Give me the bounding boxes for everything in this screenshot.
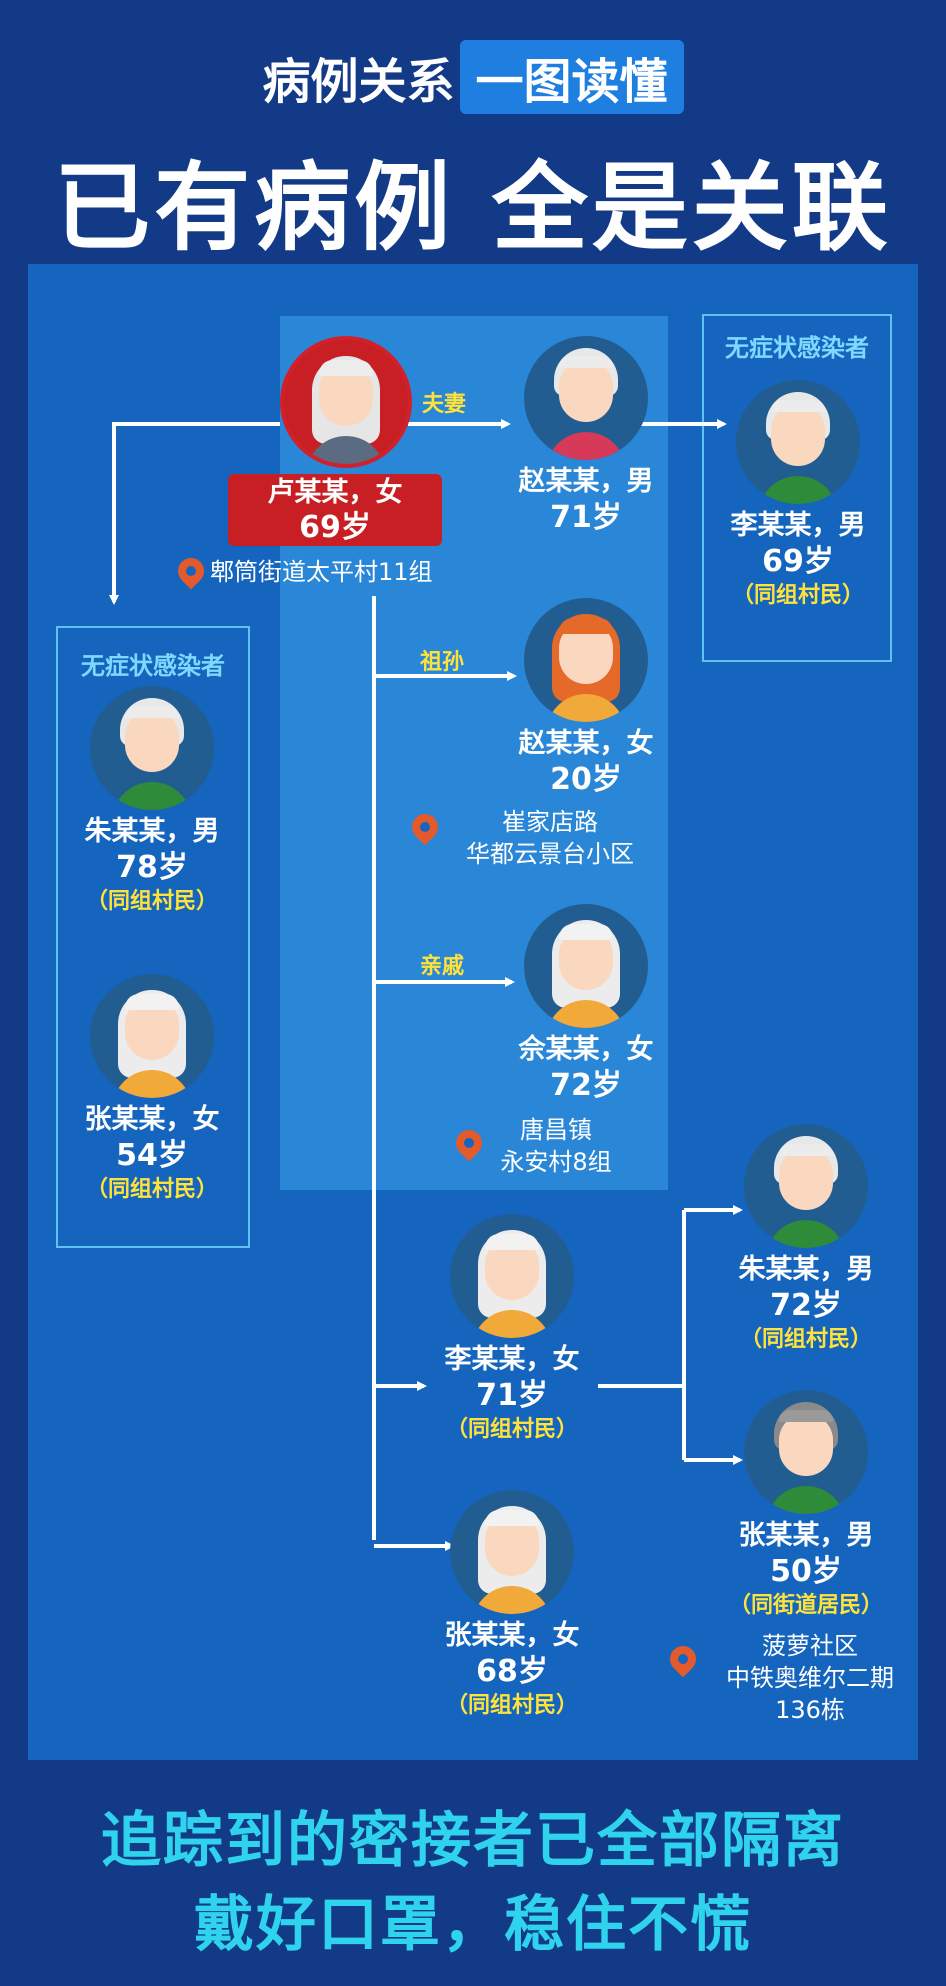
subtitle-highlight: 一图读懂 [459,40,684,114]
footer-line-1: 追踪到的密接者已全部隔离 [101,1806,845,1876]
person-name: 张某某，女 [84,1104,220,1135]
person-name: 张某某，女 [444,1620,580,1651]
person-name: 赵某某，男 [518,466,654,497]
person-name: 朱某某，男 [84,816,220,847]
avatar [450,1490,574,1614]
person-age: 72岁 [770,1288,842,1323]
person-zhu-m72: 朱某某，男 72岁 （同组村民） [706,1124,906,1356]
person-age: 50岁 [770,1554,842,1589]
address-zhao-f: 崔家店路 华都云景台小区 [440,806,660,870]
person-tag: （同街道居民） [728,1593,883,1618]
address-line: 永安村8组 [500,1148,612,1176]
person-tag: （同组村民） [445,1693,578,1718]
person-tag: （同组村民） [85,889,218,914]
person-name: 李某某，男 [730,510,866,541]
person-zhu-m78: 朱某某，男 78岁 （同组村民） [52,686,252,918]
avatar [524,904,648,1028]
relation-label-relative: 亲戚 [420,954,465,979]
location-pin-icon [664,1640,702,1678]
avatar [90,686,214,810]
address-she-f: 唐昌镇 永安村8组 [476,1114,636,1178]
address-line: 崔家店路 [502,808,598,836]
person-name: 朱某某，男 [738,1254,874,1285]
arrow-to-left-group [109,422,280,605]
person-age: 20岁 [550,762,622,797]
person-li-f: 李某某，女 71岁 （同组村民） [412,1214,612,1446]
relation-label-spouse: 夫妻 [422,392,467,417]
address-line: 唐昌镇 [520,1116,592,1144]
avatar [744,1390,868,1514]
avatar [450,1214,574,1338]
person-age: 71岁 [550,500,622,535]
person-tag: （同组村民） [445,1417,578,1442]
asymptomatic-group-right: 无症状感染者 [702,314,892,662]
person-zhang-f68: 张某某，女 68岁 （同组村民） [412,1490,612,1722]
person-age: 71岁 [476,1378,548,1413]
person-zhang-m50: 张某某，男 50岁 （同街道居民） [706,1390,906,1622]
location-pin-icon [406,808,444,846]
source-patient-age: 69岁 [299,510,371,545]
source-patient-name: 卢某某，女 [267,477,403,508]
avatar [90,974,214,1098]
address-line: 136栋 [775,1696,845,1724]
person-name: 赵某某，女 [518,728,654,759]
avatar [524,336,648,460]
person-zhao-f: 赵某某，女 20岁 [486,598,686,798]
person-age: 72岁 [550,1068,622,1103]
person-age: 78岁 [116,850,188,885]
avatar [744,1124,868,1248]
person-age: 69岁 [762,544,834,579]
person-tag: （同组村民） [739,1327,872,1352]
person-age: 54岁 [116,1138,188,1173]
relation-label-grandchild: 祖孙 [420,650,465,675]
subtitle: 病例关系 一图读懂 [0,40,946,120]
person-age: 68岁 [476,1654,548,1689]
address-line: 华都云景台小区 [466,840,634,868]
location-pin-icon [172,552,210,590]
address-line: 中铁奥维尔二期 [726,1664,894,1692]
page-title: 已有病例 全是关联 [54,152,892,264]
person-tag: （同组村民） [731,583,864,608]
avatar [736,380,860,504]
avatar [524,598,648,722]
person-name: 佘某某，女 [518,1034,654,1065]
address-line: 菠萝社区 [762,1632,858,1660]
source-patient-address: 郫筒街道太平村11组 [210,558,433,586]
source-patient-badge: 卢某某，女 69岁 [228,474,442,546]
person-name: 李某某，女 [444,1344,580,1375]
asymptomatic-group-left: 无症状感染者 [56,626,250,1248]
person-li-m: 李某某，男 69岁 （同组村民） [698,380,898,612]
footer-line-2: 戴好口罩，稳住不慌 [194,1890,752,1960]
source-patient-avatar [280,336,412,468]
group-title-right: 无症状感染者 [725,334,869,362]
person-tag: （同组村民） [85,1177,218,1202]
person-zhang-f54: 张某某，女 54岁 （同组村民） [52,974,252,1206]
subtitle-text: 病例关系 [262,54,455,110]
group-title-left: 无症状感染者 [81,652,225,680]
person-zhao-m: 赵某某，男 71岁 [486,336,686,536]
person-name: 张某某，男 [738,1520,874,1551]
person-she-f: 佘某某，女 72岁 [486,904,686,1104]
address-zhang-m50: 菠萝社区 中铁奥维尔二期 136栋 [700,1630,920,1726]
